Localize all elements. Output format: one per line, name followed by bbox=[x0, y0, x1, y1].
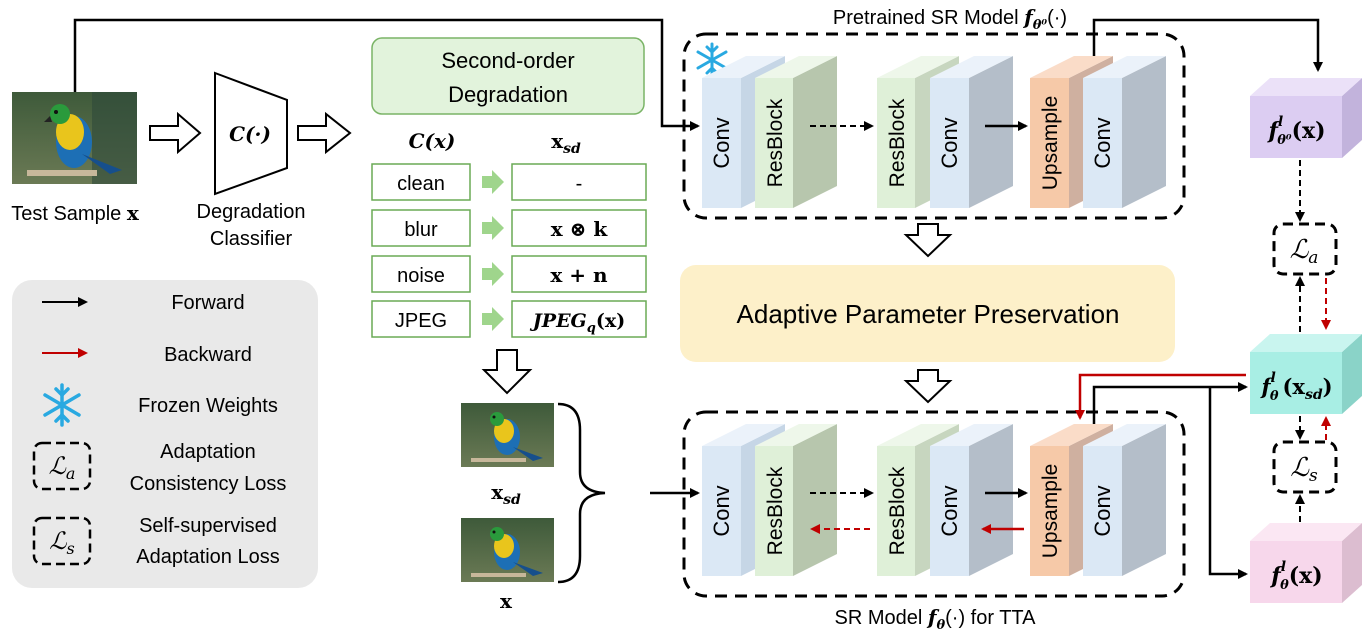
hollow-arrow-2 bbox=[297, 111, 352, 155]
adaptive-box bbox=[680, 265, 1175, 362]
pretrained-model-frame bbox=[682, 32, 1186, 220]
deg-name-noise: noise bbox=[397, 265, 445, 287]
tta-block-conv-3 bbox=[1083, 424, 1166, 576]
legend-ls-symbol: ℒs bbox=[49, 527, 75, 558]
col-cx: C(x) bbox=[409, 129, 456, 153]
legend-frozen-label: Frozen Weights bbox=[138, 395, 278, 417]
loss-s-label: ℒs bbox=[1290, 453, 1318, 486]
legend-snowflake-icon bbox=[43, 383, 81, 427]
legend-la-label-1: Adaptation bbox=[160, 441, 256, 463]
deg-result-jpeg: JPEGq(x) bbox=[530, 310, 625, 336]
hollow-arrow-down-table bbox=[481, 349, 533, 395]
tta-block-conv-2 bbox=[930, 424, 1013, 576]
test-sample-image bbox=[12, 92, 137, 184]
merge-brace bbox=[557, 402, 606, 584]
legend-backward-label: Backward bbox=[164, 344, 252, 366]
legend-ls-label-2: Adaptation Loss bbox=[136, 546, 279, 568]
col-xsd: xsd bbox=[551, 129, 581, 157]
x-image bbox=[461, 518, 554, 582]
pretrained-block-resblock-1 bbox=[755, 56, 837, 208]
tta-label-resblock-2: ResBlock bbox=[886, 466, 909, 555]
feature-cube-mid bbox=[1250, 334, 1362, 414]
pretrained-label-upsample: Upsample bbox=[1039, 96, 1062, 191]
second-order-title-1: Second-order bbox=[441, 48, 574, 73]
tta-title: SR Model fθ(·) for TTA bbox=[834, 605, 1036, 633]
legend-box bbox=[12, 280, 318, 588]
legend-la-box bbox=[32, 441, 92, 491]
loss-s-box bbox=[1272, 440, 1338, 494]
legend-forward-label: Forward bbox=[171, 292, 244, 314]
deg-name-blur: blur bbox=[404, 219, 438, 241]
xsd-label: xsd bbox=[491, 480, 521, 508]
classifier-label-1: Degradation bbox=[197, 201, 306, 223]
deg-name-jpeg: JPEG bbox=[395, 310, 447, 332]
legend-ls-label-1: Self-supervised bbox=[139, 515, 277, 537]
deg-result-blur: x ⊗ k bbox=[551, 217, 609, 241]
deg-name-clean: clean bbox=[397, 173, 445, 195]
second-order-box bbox=[371, 37, 645, 115]
tta-label-conv-1: Conv bbox=[709, 485, 734, 536]
pretrained-label-resblock-2: ResBlock bbox=[886, 98, 909, 187]
pretrained-label-conv-2: Conv bbox=[937, 117, 962, 168]
tta-label-conv-3: Conv bbox=[1090, 485, 1115, 536]
test-sample-label: Test Sample x bbox=[11, 201, 140, 225]
adaptive-label: Adaptive Parameter Preservation bbox=[737, 299, 1120, 329]
legend-ls-box bbox=[32, 516, 92, 566]
arrow-sample-to-pretrained bbox=[73, 18, 700, 131]
pretrained-block-conv-2 bbox=[930, 56, 1013, 208]
degradation-table bbox=[371, 163, 647, 338]
arrow-pretrained-to-feat-top bbox=[1092, 18, 1323, 72]
legend-la-symbol: ℒa bbox=[49, 452, 76, 483]
second-order-title-2: Degradation bbox=[448, 82, 568, 107]
deg-result-clean: - bbox=[576, 173, 583, 195]
hollow-arrow-1 bbox=[149, 111, 202, 155]
degradation-classifier-shape bbox=[214, 71, 288, 196]
deg-result-noise: x + n bbox=[550, 263, 608, 287]
classifier-label-2: Classifier bbox=[210, 228, 293, 250]
pretrained-block-conv-3 bbox=[1083, 56, 1166, 208]
tta-label-upsample: Upsample bbox=[1039, 464, 1062, 559]
classifier-symbol: C(·) bbox=[229, 122, 271, 146]
loss-a-box bbox=[1272, 222, 1338, 276]
legend-la-label-2: Consistency Loss bbox=[130, 473, 287, 495]
pretrained-title: Pretrained SR Model fθ⁰(·) bbox=[833, 5, 1067, 33]
loss-a-label: ℒa bbox=[1290, 235, 1319, 268]
tta-model-frame bbox=[682, 410, 1186, 598]
xsd-image bbox=[461, 403, 554, 467]
feature-cube-top bbox=[1250, 78, 1362, 158]
arrow-tta-to-feat-bot bbox=[1208, 387, 1248, 579]
tta-block-resblock-1 bbox=[755, 424, 837, 576]
red-backward-to-tta bbox=[1075, 373, 1246, 420]
pretrained-label-resblock-1: ResBlock bbox=[764, 98, 787, 187]
x-label: x bbox=[500, 589, 513, 613]
tta-label-resblock-1: ResBlock bbox=[764, 466, 787, 555]
hollow-arrow-down-2 bbox=[903, 369, 953, 404]
tta-label-conv-2: Conv bbox=[937, 485, 962, 536]
pretrained-label-conv-1: Conv bbox=[709, 117, 734, 168]
arrow-tta-to-feat-mid bbox=[1092, 382, 1248, 424]
hollow-arrow-down-1 bbox=[903, 223, 953, 258]
feature-cube-bot bbox=[1250, 523, 1362, 603]
pretrained-label-conv-3: Conv bbox=[1090, 117, 1115, 168]
